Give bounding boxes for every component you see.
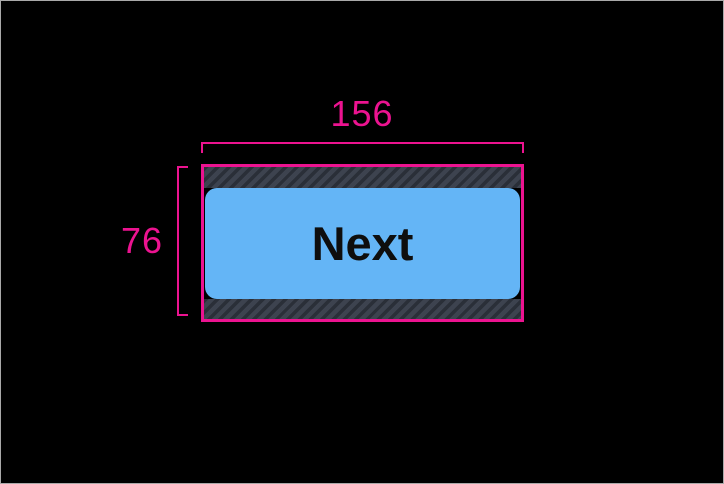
padding-hatch-bottom bbox=[204, 299, 521, 319]
height-dimension-label: 76 bbox=[120, 220, 164, 261]
width-measurement-bracket bbox=[201, 142, 524, 153]
next-button[interactable]: Next bbox=[205, 188, 520, 299]
height-measurement-bracket bbox=[177, 166, 188, 316]
padding-hatch-top bbox=[204, 167, 521, 188]
next-button-label: Next bbox=[311, 217, 414, 270]
width-dimension-label: 156 bbox=[330, 93, 394, 134]
widget-selection-outline: Next bbox=[201, 164, 524, 322]
